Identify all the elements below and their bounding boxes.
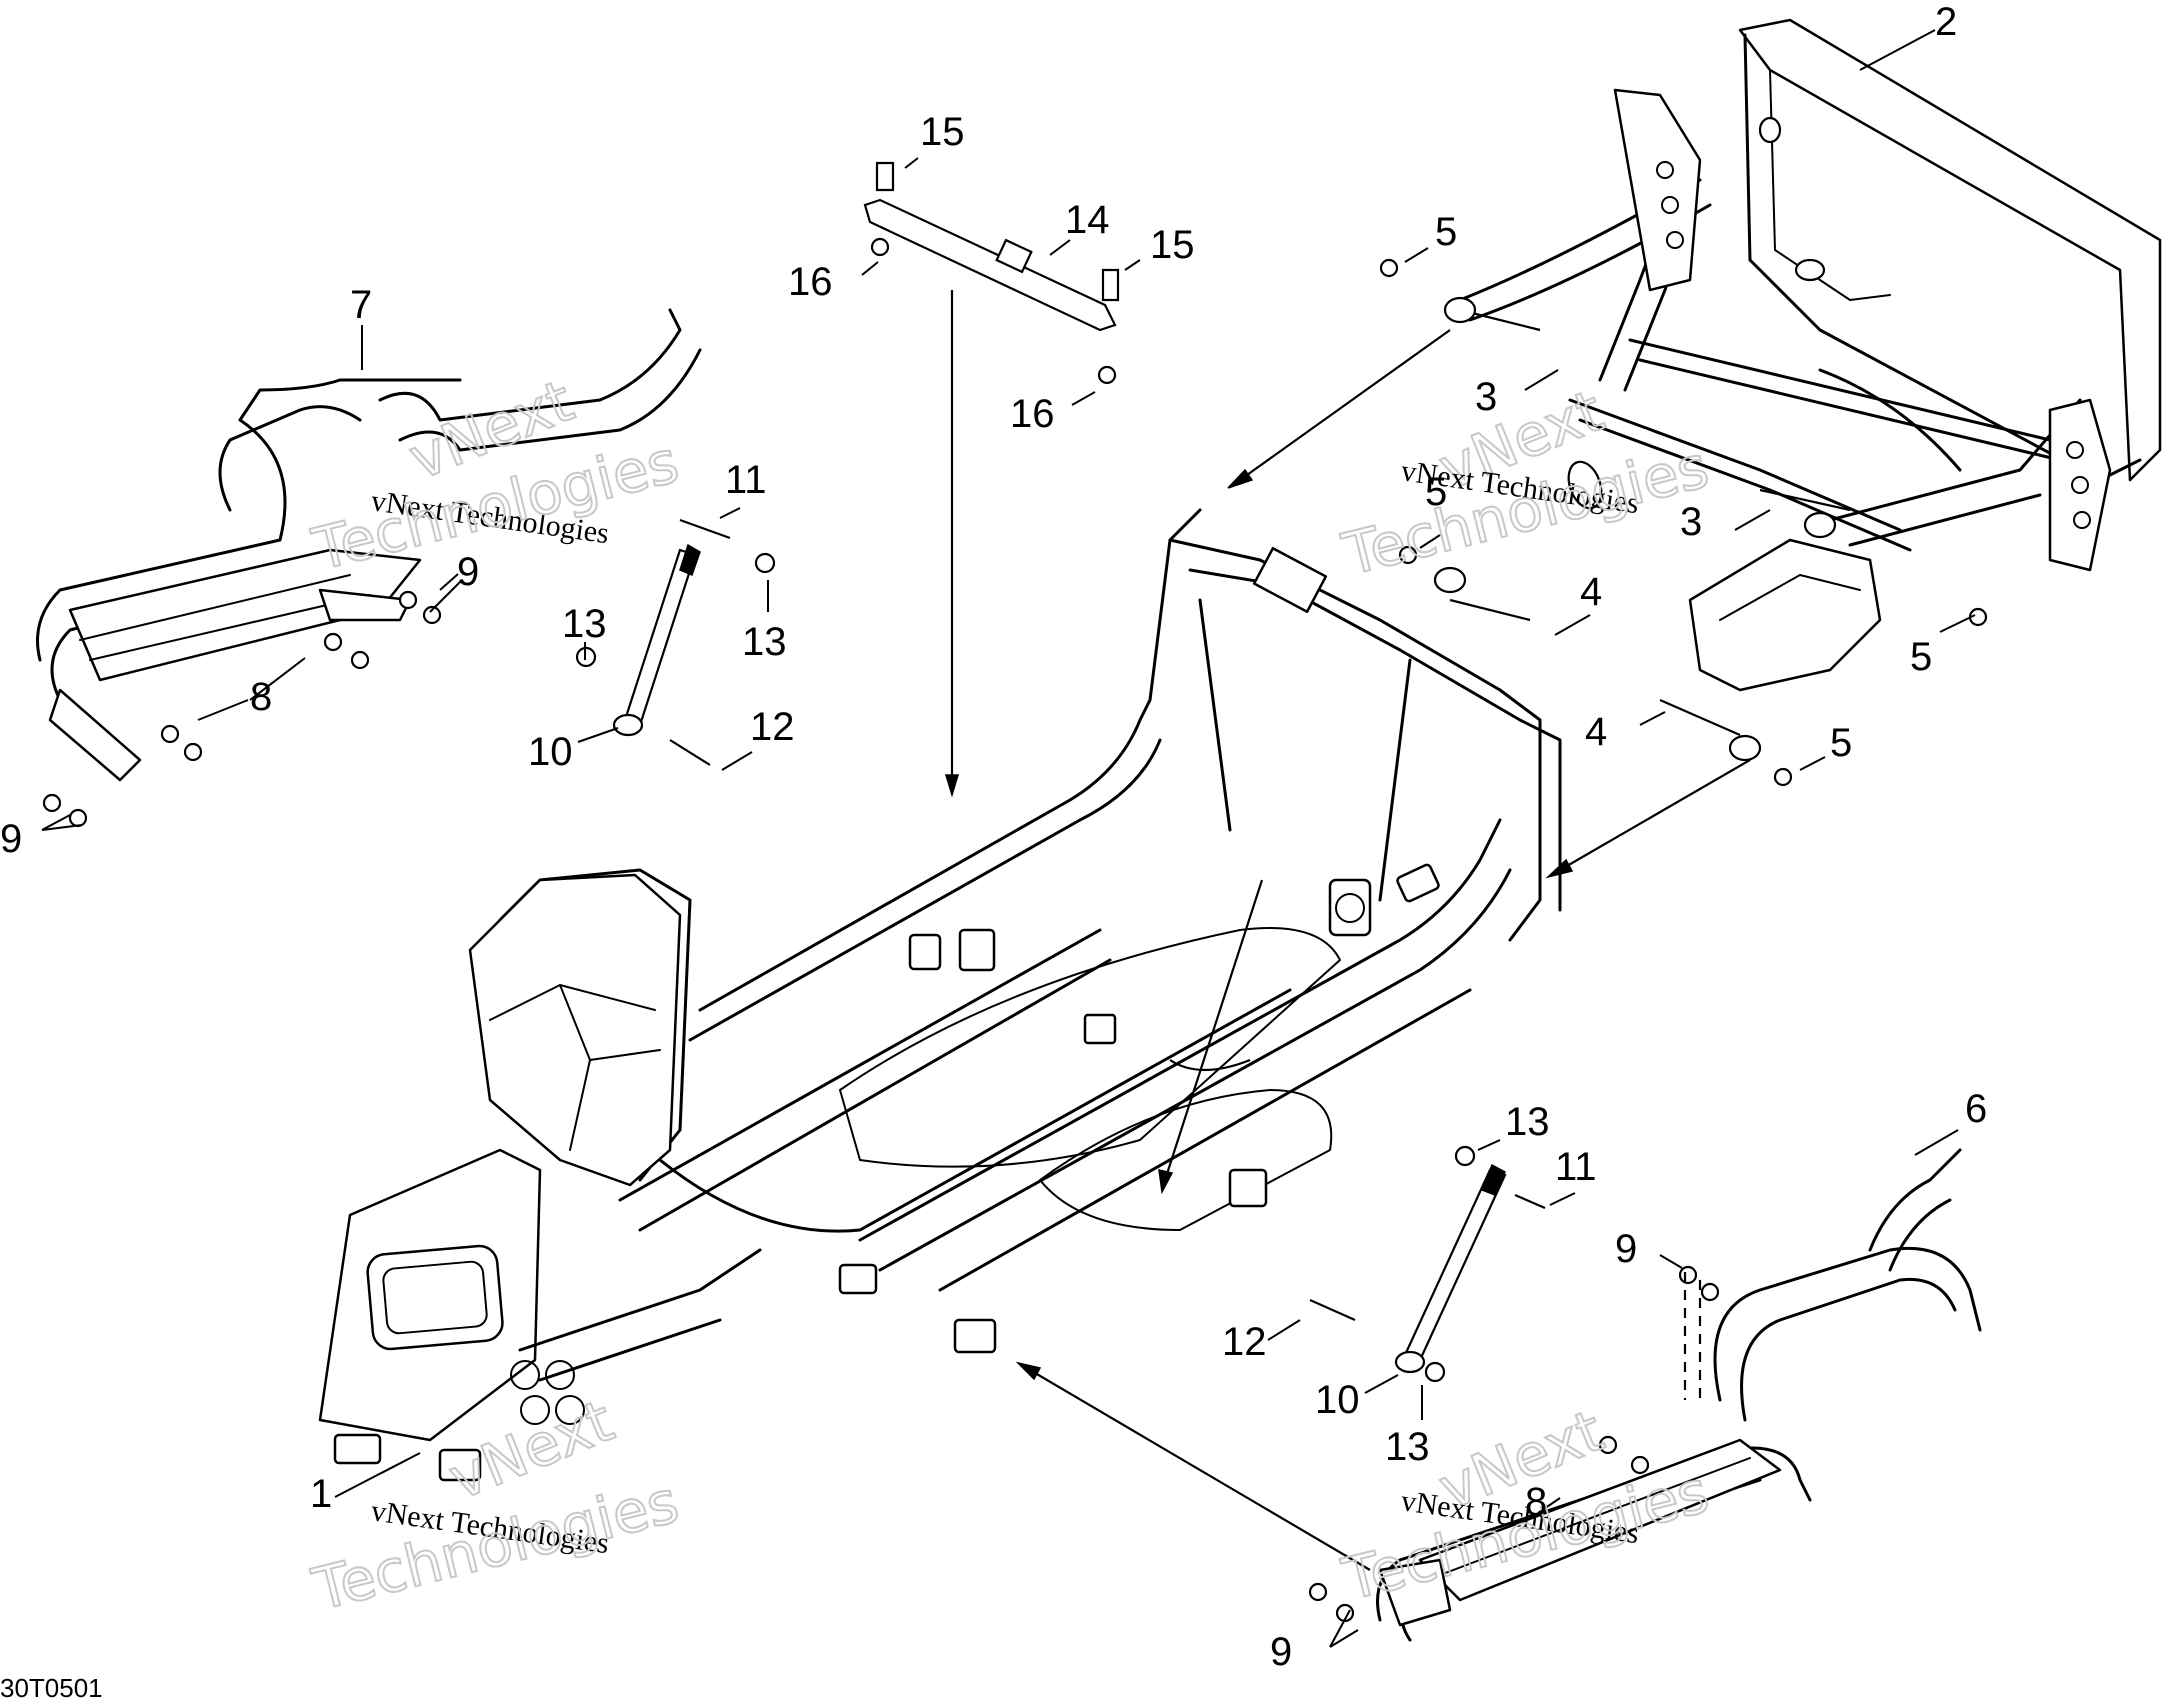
callout-10: 10: [1315, 1378, 1360, 1422]
callout-13: 13: [742, 620, 787, 664]
callout-labels: 1 2 3 3 4 4 5 5 5 5 6 7 8 8 9 9 9 9 10 1…: [0, 0, 1987, 1674]
leader-lines: [41, 29, 1976, 1648]
callout-15: 15: [1150, 223, 1195, 267]
callout-2: 2: [1935, 0, 1957, 44]
callout-1: 1: [310, 1472, 332, 1516]
rear-subframe: [1458, 18, 2162, 692]
callout-12: 12: [1222, 1320, 1267, 1364]
callout-6: 6: [1965, 1087, 1987, 1131]
callout-14: 14: [1065, 198, 1110, 242]
assembly-arrows: [944, 290, 1751, 1571]
callout-4: 4: [1585, 710, 1607, 754]
right-footrest: [1376, 1148, 1982, 1642]
watermark-upper-right: vNext vNext Technologies Technologies: [1335, 375, 1716, 589]
callout-8: 8: [1525, 1480, 1547, 1524]
callout-16: 16: [1010, 392, 1055, 436]
callout-5: 5: [1435, 210, 1457, 254]
left-footrest: [36, 308, 702, 782]
callout-10: 10: [528, 730, 573, 774]
fasteners: [42, 161, 1988, 1623]
callout-13: 13: [562, 602, 607, 646]
callout-3: 3: [1680, 500, 1702, 544]
callout-11: 11: [725, 458, 767, 502]
callout-15: 15: [920, 110, 965, 154]
callout-16: 16: [788, 260, 833, 304]
callout-3: 3: [1475, 375, 1497, 419]
callout-8: 8: [250, 675, 272, 719]
callout-13: 13: [1385, 1425, 1430, 1469]
figure-code: 30T0501: [0, 1673, 103, 1700]
main-frame: [318, 508, 1562, 1482]
callout-5: 5: [1830, 721, 1852, 765]
callout-9: 9: [1615, 1227, 1637, 1271]
watermark-upper-left: vNext vNext Technologies Technologies: [305, 365, 686, 584]
callout-7: 7: [350, 283, 372, 327]
callout-5: 5: [1425, 470, 1447, 514]
callout-5: 5: [1910, 635, 1932, 679]
callout-9: 9: [1270, 1630, 1292, 1674]
brace-rods: [612, 198, 1507, 1374]
callout-9: 9: [457, 550, 479, 594]
callout-12: 12: [750, 705, 795, 749]
callout-11: 11: [1555, 1145, 1597, 1189]
callout-4: 4: [1580, 570, 1602, 614]
callout-9: 9: [0, 817, 22, 861]
callout-13: 13: [1505, 1100, 1550, 1144]
